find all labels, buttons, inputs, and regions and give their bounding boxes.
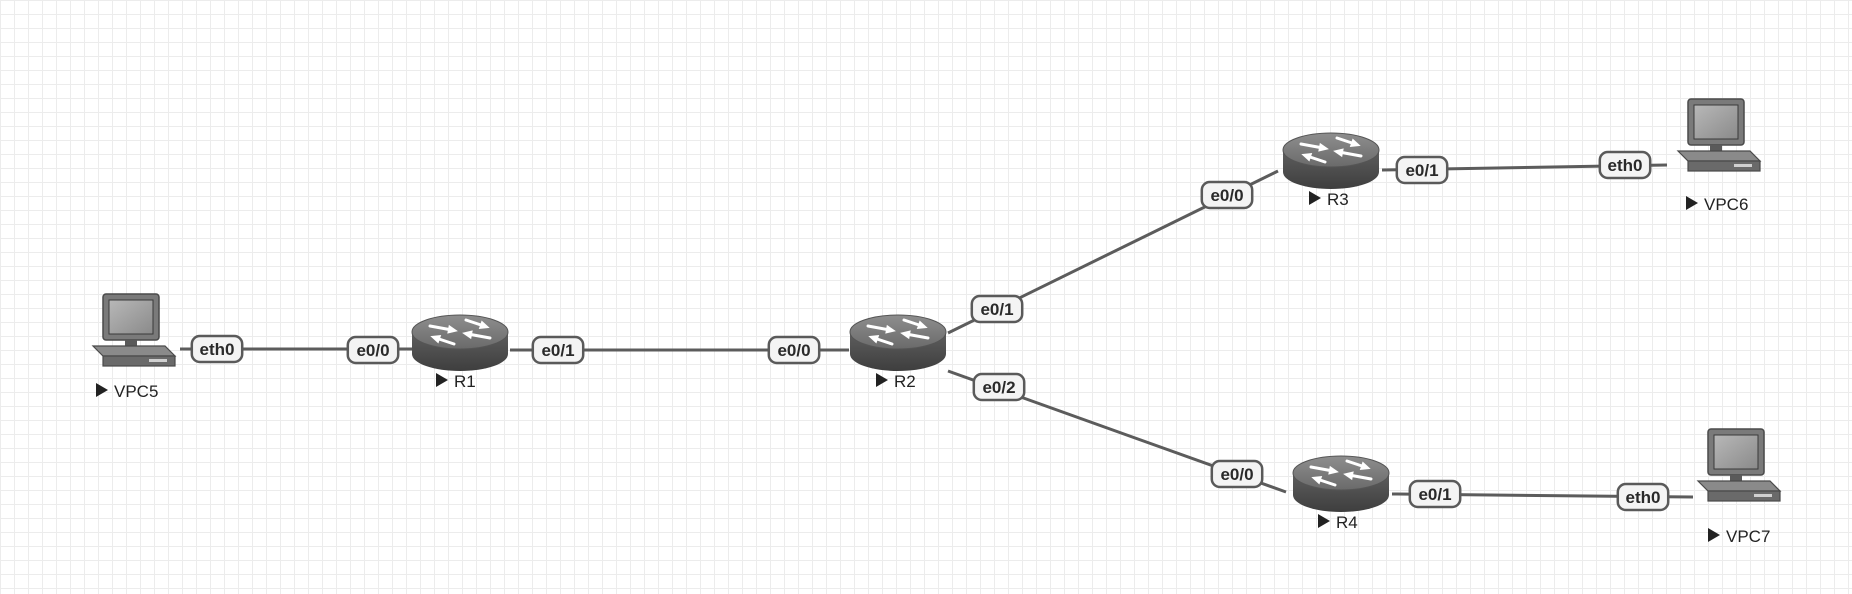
pc-vpc5[interactable]: VPC5	[91, 293, 177, 401]
node-label: R2	[894, 372, 916, 391]
router-icon	[411, 314, 509, 371]
node-label: R3	[1327, 190, 1349, 209]
ports-layer: eth0 e0/0 e0/1 e0/0 e0/1 e0/0 e0/2 e0/0 e0/1 eth0…	[190, 150, 1670, 512]
port-badge[interactable]: eth0	[1616, 482, 1670, 512]
node-label: R4	[1336, 513, 1358, 532]
pc-vpc6[interactable]: VPC6	[1676, 98, 1762, 214]
port-label: e0/1	[1405, 161, 1438, 180]
port-label: eth0	[1608, 156, 1643, 175]
pc-icon	[1676, 98, 1762, 172]
node-label: VPC5	[114, 382, 158, 401]
router-r4[interactable]: R4	[1292, 455, 1390, 532]
play-icon[interactable]	[1686, 196, 1698, 210]
port-badge[interactable]: e0/2	[972, 372, 1026, 402]
play-icon[interactable]	[1309, 191, 1321, 205]
router-r1[interactable]: R1	[411, 314, 509, 391]
node-label: VPC6	[1704, 195, 1748, 214]
play-icon[interactable]	[876, 373, 888, 387]
port-label: e0/1	[1418, 485, 1451, 504]
router-r2[interactable]: R2	[849, 314, 947, 391]
port-badge[interactable]: e0/1	[970, 294, 1024, 324]
port-badge[interactable]: e0/0	[1210, 459, 1264, 489]
router-r3[interactable]: R3	[1282, 132, 1380, 209]
play-icon[interactable]	[436, 373, 448, 387]
play-icon[interactable]	[1318, 514, 1330, 528]
play-icon[interactable]	[1708, 528, 1720, 542]
port-label: e0/0	[356, 341, 389, 360]
pc-icon	[91, 293, 177, 367]
port-label: e0/0	[1220, 465, 1253, 484]
node-label: VPC7	[1726, 527, 1770, 546]
port-badge[interactable]: e0/0	[1200, 180, 1254, 210]
router-icon	[1282, 132, 1380, 189]
router-icon	[849, 314, 947, 371]
port-badge[interactable]: eth0	[1598, 150, 1652, 180]
port-label: eth0	[200, 340, 235, 359]
port-badge[interactable]: e0/0	[767, 335, 821, 365]
node-label: R1	[454, 372, 476, 391]
port-label: e0/1	[541, 341, 574, 360]
port-label: e0/0	[1210, 186, 1243, 205]
port-badge[interactable]: e0/1	[1408, 479, 1462, 509]
port-label: eth0	[1626, 488, 1661, 507]
port-badge[interactable]: eth0	[190, 334, 244, 364]
play-icon[interactable]	[96, 383, 108, 397]
port-label: e0/1	[980, 300, 1013, 319]
pc-vpc7[interactable]: VPC7	[1696, 428, 1782, 546]
port-badge[interactable]: e0/0	[346, 335, 400, 365]
port-badge[interactable]: e0/1	[531, 335, 585, 365]
port-label: e0/0	[777, 341, 810, 360]
router-icon	[1292, 455, 1390, 512]
port-badge[interactable]: e0/1	[1395, 155, 1449, 185]
pc-icon	[1696, 428, 1782, 502]
port-label: e0/2	[982, 378, 1015, 397]
